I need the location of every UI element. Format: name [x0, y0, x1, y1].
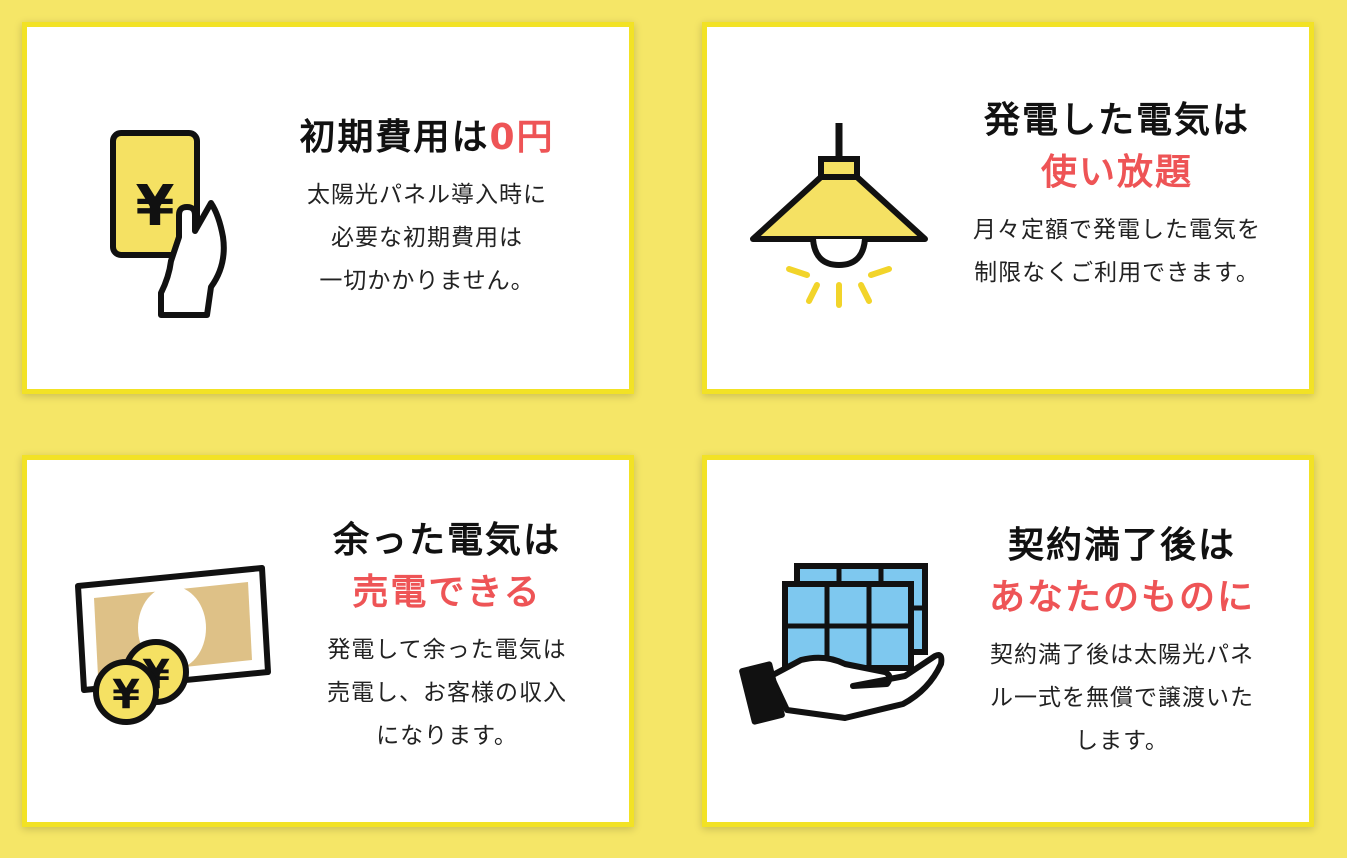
feature-description: 発電して余った電気は 売電し、お客様の収入 になります。	[277, 629, 617, 758]
feature-text: 発電した電気は 使い放題 月々定額で発電した電気を 制限なくご利用できます。	[937, 95, 1297, 295]
description-line: 発電して余った電気は	[327, 637, 567, 663]
description-line: 一切かかりません。	[319, 268, 535, 294]
description-line: 制限なくご利用できます。	[974, 260, 1260, 286]
feature-card-unlimited-use: 発電した電気は 使い放題 月々定額で発電した電気を 制限なくご利用できます。	[702, 22, 1314, 394]
feature-title: 契約満了後は	[1007, 525, 1236, 566]
feature-description: 太陽光パネル導入時に 必要な初期費用は 一切かかりません。	[247, 174, 607, 303]
banknote-coins-icon: ¥ ¥	[72, 560, 272, 744]
description-line: ル一式を無償で譲渡いた	[990, 685, 1254, 711]
ceiling-lamp-icon	[747, 119, 932, 313]
feature-text: 初期費用は0円 太陽光パネル導入時に 必要な初期費用は 一切かかりません。	[247, 112, 607, 303]
description-line: 契約満了後は太陽光パネ	[990, 642, 1254, 668]
feature-title: 発電した電気は	[983, 100, 1250, 141]
feature-title: 余った電気は	[332, 520, 561, 561]
feature-text: 契約満了後は あなたのものに 契約満了後は太陽光パネ ル一式を無償で譲渡いた し…	[947, 520, 1297, 763]
feature-card-initial-cost: ¥ 初期費用は0円 太陽光パネル導入時に 必要な初期費用は 一切かかりません。	[22, 22, 634, 394]
hand-solar-panel-icon	[735, 560, 945, 734]
svg-text:¥: ¥	[112, 672, 140, 718]
feature-title-accent: 売電できる	[352, 572, 542, 613]
description-line: になります。	[376, 723, 518, 749]
description-line: 売電し、お客様の収入	[327, 680, 567, 706]
yen-card-hand-icon: ¥	[107, 127, 257, 331]
feature-title: 初期費用は0円	[299, 117, 555, 158]
feature-card-sell-electricity: ¥ ¥ 余った電気は 売電できる 発電して余った電気は 売電し、お客様の収入 に…	[22, 455, 634, 827]
description-line: します。	[1075, 728, 1169, 754]
feature-description: 契約満了後は太陽光パネ ル一式を無償で譲渡いた します。	[947, 634, 1297, 763]
feature-title-accent: 0円	[489, 117, 555, 158]
feature-title-accent: あなたのものに	[988, 577, 1255, 618]
description-line: 太陽光パネル導入時に	[307, 182, 547, 208]
feature-card-ownership-transfer: 契約満了後は あなたのものに 契約満了後は太陽光パネ ル一式を無償で譲渡いた し…	[702, 455, 1314, 827]
feature-description: 月々定額で発電した電気を 制限なくご利用できます。	[937, 209, 1297, 295]
description-line: 必要な初期費用は	[331, 225, 523, 251]
feature-text: 余った電気は 売電できる 発電して余った電気は 売電し、お客様の収入 になります…	[277, 515, 617, 758]
svg-text:¥: ¥	[136, 174, 175, 239]
feature-title-accent: 使い放題	[1040, 152, 1193, 193]
description-line: 月々定額で発電した電気を	[973, 217, 1261, 243]
